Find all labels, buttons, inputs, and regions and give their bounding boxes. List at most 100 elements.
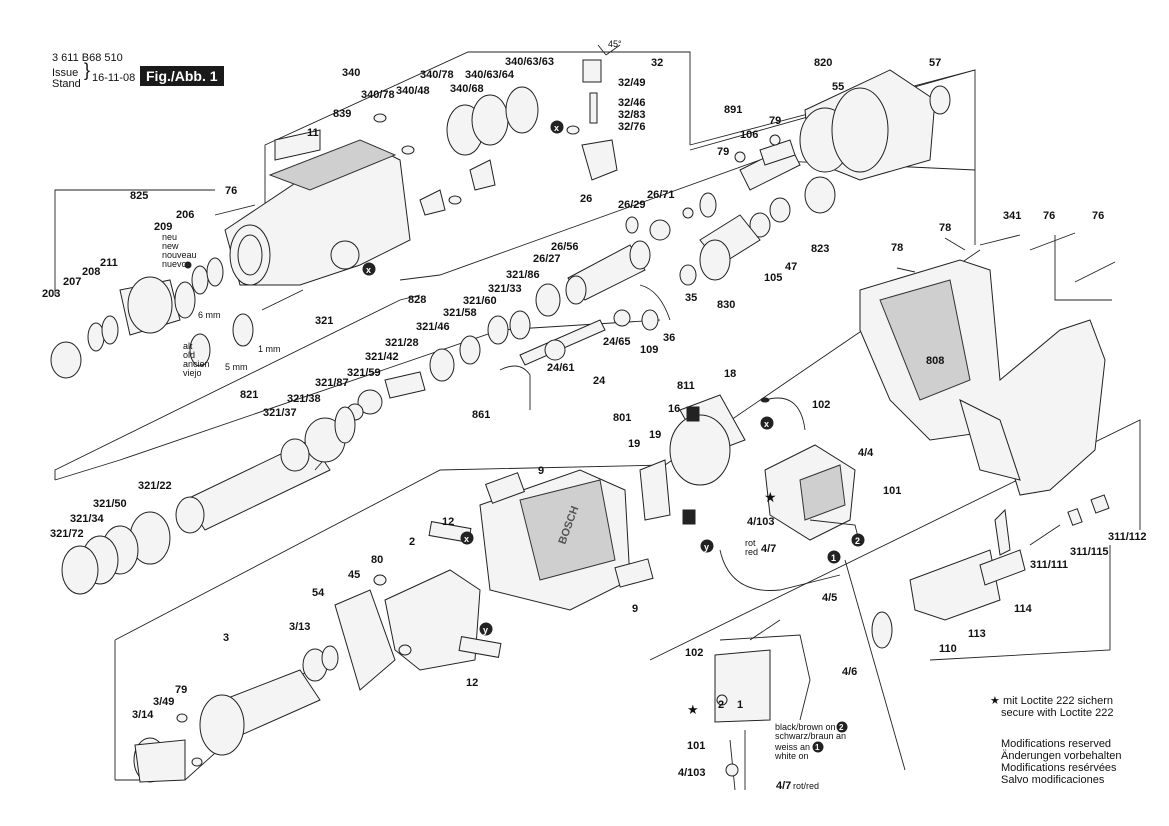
label-nouveau: nouveau: [162, 250, 197, 260]
label-79b: 79: [717, 146, 729, 158]
wire-black-en: black/brown on: [775, 722, 836, 732]
label-321-50: 321/50: [93, 498, 127, 510]
label-new: new: [162, 241, 179, 251]
inset-marker-1: 1: [815, 743, 820, 752]
marker-x-2: x: [554, 123, 559, 133]
label-830: 830: [717, 299, 735, 311]
label-rot: rot: [745, 538, 756, 548]
switch-assembly: [639, 394, 906, 771]
label-9b: 9: [632, 603, 638, 615]
loctite-de: mit Loctite 222 sichern: [1002, 695, 1113, 707]
label-26: 26: [580, 193, 592, 205]
label-18: 18: [724, 368, 736, 380]
inset-marker-2: 2: [839, 723, 844, 732]
label-820: 820: [814, 57, 832, 69]
label-32-76: 32/76: [618, 121, 646, 133]
modification-en: Modifications reserved: [1001, 738, 1112, 750]
drive-bearing-assembly: [679, 69, 951, 286]
label-808: 808: [926, 355, 944, 367]
label-26-56: 26/56: [551, 241, 579, 253]
label-angle: 45°: [608, 39, 622, 49]
label-32-46: 32/46: [618, 97, 646, 109]
label-6mm: 6 mm: [198, 310, 221, 320]
label-311-115: 311/115: [1070, 546, 1109, 558]
label-viejo: viejo: [183, 368, 202, 378]
label-76b: 76: [1043, 210, 1055, 222]
inset-star-icon: ★: [687, 702, 699, 717]
marker-y-2: y: [483, 625, 488, 635]
label-79c: 79: [175, 684, 187, 696]
label-321-33: 321/33: [488, 283, 522, 295]
wire-white-en: white on: [774, 751, 809, 761]
label-55: 55: [832, 81, 844, 93]
label-801: 801: [613, 412, 631, 424]
star-icon: ★: [764, 489, 777, 505]
label-340-48: 340/48: [396, 85, 430, 97]
label-825: 825: [130, 190, 148, 202]
label-26-27: 26/27: [533, 253, 561, 265]
issue-date: 16-11-08: [92, 72, 136, 84]
label-19a: 19: [628, 438, 640, 450]
label-891: 891: [724, 104, 742, 116]
label-340-78b: 340/78: [420, 69, 454, 81]
modification-es: Salvo modificaciones: [1001, 774, 1105, 786]
label-1mm: 1 mm: [258, 344, 281, 354]
label-9a: 9: [538, 465, 544, 477]
label-811: 811: [677, 380, 695, 392]
label-340-63-63: 340/63/63: [505, 56, 554, 68]
label-12a: 12: [442, 516, 454, 528]
label-311-112: 311/112: [1108, 531, 1147, 543]
stand-label: Stand: [52, 78, 81, 90]
label-321-58: 321/58: [443, 307, 477, 319]
circle-markers: x x x x y y 1 2 ★: [184, 120, 865, 636]
wiring-inset-labels: 102 101 4/103 4/7 rot/red black/brown on…: [678, 647, 848, 792]
label-321-72: 321/72: [50, 528, 84, 540]
modification-de: Änderungen vorbehalten: [1001, 750, 1122, 762]
marker-x-1: x: [366, 265, 371, 275]
label-105: 105: [764, 272, 782, 284]
marker-y-1: y: [704, 542, 709, 552]
label-206: 206: [176, 209, 194, 221]
label-3-13: 3/13: [289, 621, 310, 633]
inset-label-4-7: 4/7: [776, 780, 791, 792]
label-321-60: 321/60: [463, 295, 497, 307]
label-nuevo: nuevo: [162, 259, 187, 269]
label-311-111: 311/111: [1030, 559, 1068, 571]
handle-housing: [859, 232, 1116, 496]
modification-fr: Modifications resérvées: [1001, 762, 1117, 774]
label-11: 11: [307, 127, 319, 139]
label-209: 209: [154, 221, 172, 233]
label-340-78: 340/78: [361, 89, 395, 101]
label-861: 861: [472, 409, 490, 421]
label-45: 45: [348, 569, 360, 581]
label-35: 35: [685, 292, 697, 304]
label-26-71: 26/71: [647, 189, 675, 201]
auxiliary-handle-assembly: [909, 494, 1110, 621]
wiring-inset: [714, 619, 811, 791]
label-32-49: 32/49: [618, 77, 646, 89]
inset-num-1: 1: [737, 699, 743, 711]
label-110: 110: [939, 643, 957, 655]
label-321-87: 321/87: [315, 377, 349, 389]
marker-1: 1: [831, 553, 836, 563]
label-828: 828: [408, 294, 426, 306]
label-321-86: 321/86: [506, 269, 540, 281]
label-321-46: 321/46: [416, 321, 450, 333]
label-2: 2: [409, 536, 415, 548]
label-76a: 76: [225, 185, 237, 197]
inset-num-2: 2: [718, 699, 724, 711]
label-101: 101: [883, 485, 901, 497]
label-78b: 78: [891, 242, 903, 254]
inset-label-101: 101: [687, 740, 705, 752]
label-24: 24: [593, 375, 606, 387]
label-19b: 19: [649, 429, 661, 441]
label-3-49: 3/49: [153, 696, 174, 708]
label-321-42: 321/42: [365, 351, 399, 363]
label-78a: 78: [939, 222, 951, 234]
brace-icon: }: [84, 60, 91, 80]
label-4-5: 4/5: [822, 592, 837, 604]
label-47: 47: [785, 261, 797, 273]
inset-label-102: 102: [685, 647, 703, 659]
